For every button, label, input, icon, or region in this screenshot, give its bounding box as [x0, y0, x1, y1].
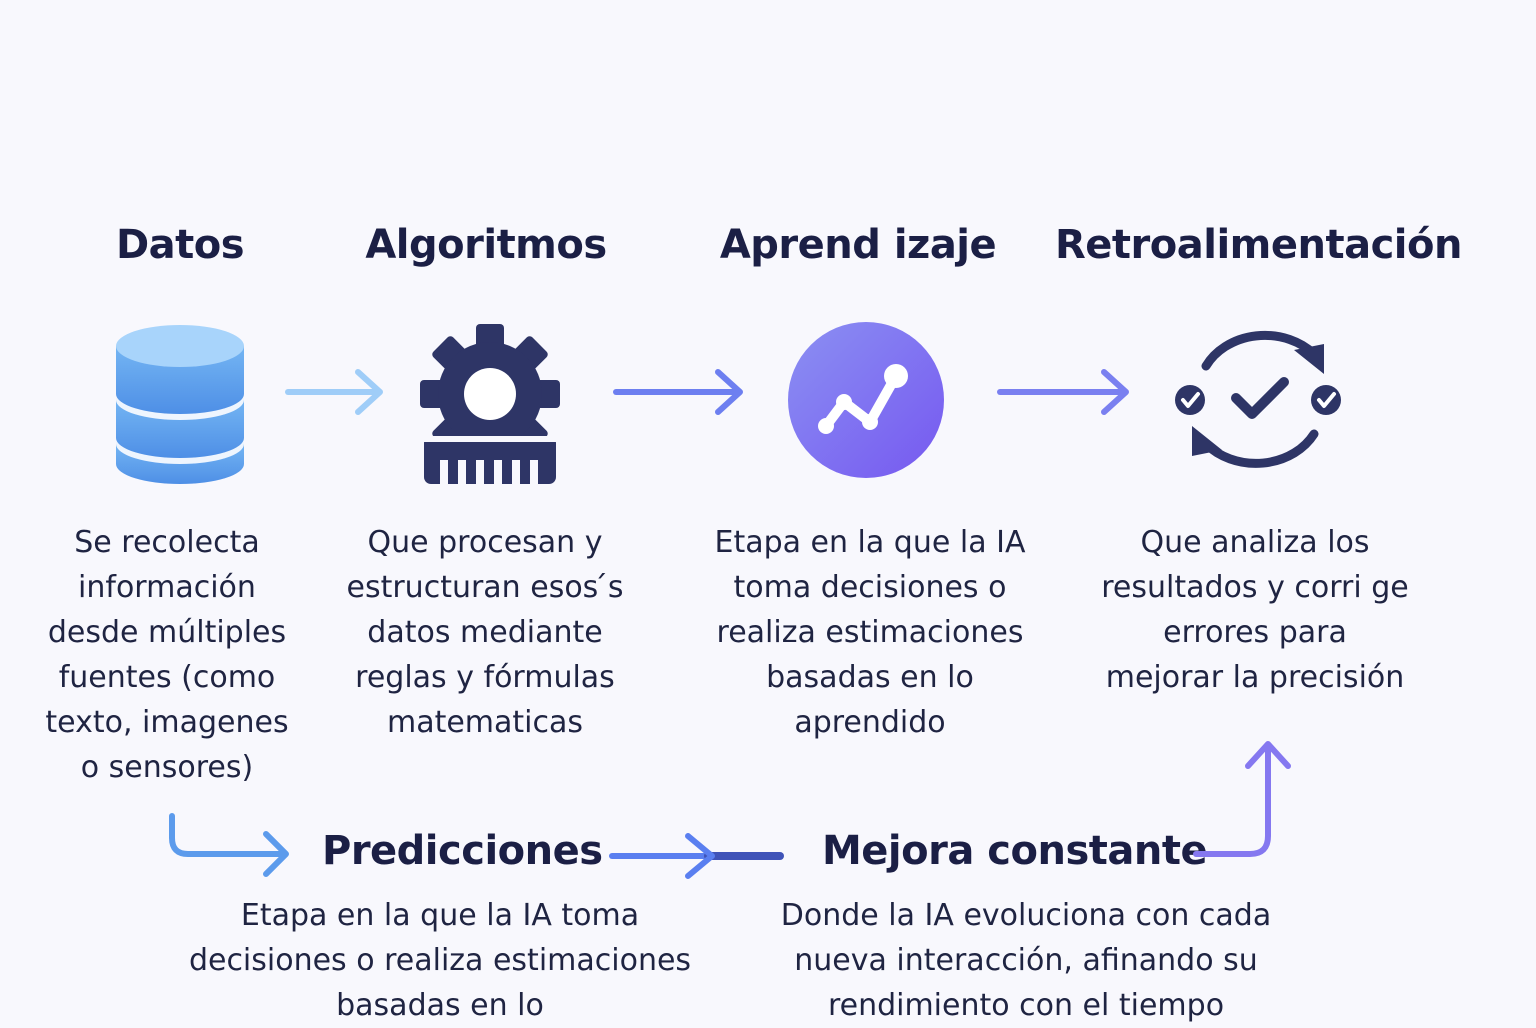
- database-icon: [116, 325, 244, 484]
- arrow-datos-algoritmos: [285, 369, 383, 415]
- bottom-title-predicciones: Predicciones: [322, 828, 603, 874]
- step-description-aprendizaje: Etapa en la que la IA toma decisiones o …: [714, 525, 1026, 740]
- arrow-mejora-retroalimentacion: [1193, 741, 1291, 857]
- trend-line-icon: [788, 322, 944, 478]
- arrow-datos-predicciones: [169, 813, 289, 877]
- step-title-aprendizaje: Aprend izaje: [719, 222, 997, 268]
- bottom-description-predicciones: Etapa en la que la IA toma decisiones o …: [188, 898, 692, 1023]
- arrow-aprendizaje-retroalimentacion: [997, 369, 1129, 415]
- bottom-description-mejora-constante: Donde la IA evoluciona con cada nueva in…: [780, 898, 1272, 1023]
- step-title-retroalimentacion: Retroalimentación: [1055, 222, 1462, 268]
- step-description-algoritmos: Que procesan y estructuran esos ́s datos…: [346, 525, 624, 740]
- gear-icon: [420, 324, 560, 484]
- step-description-datos: Se recolecta información desde múltiples…: [45, 525, 289, 785]
- bottom-title-mejora-constante: Mejora constante: [822, 828, 1208, 874]
- arrow-predicciones-mejora: [609, 833, 784, 879]
- step-title-algoritmos: Algoritmos: [365, 222, 607, 268]
- refresh-check-icon: [1175, 330, 1341, 468]
- step-title-datos: Datos: [115, 222, 245, 268]
- step-description-retroalimentacion: Que analiza los resultados y corri ge er…: [1101, 525, 1409, 695]
- arrow-algoritmos-aprendizaje: [613, 369, 743, 415]
